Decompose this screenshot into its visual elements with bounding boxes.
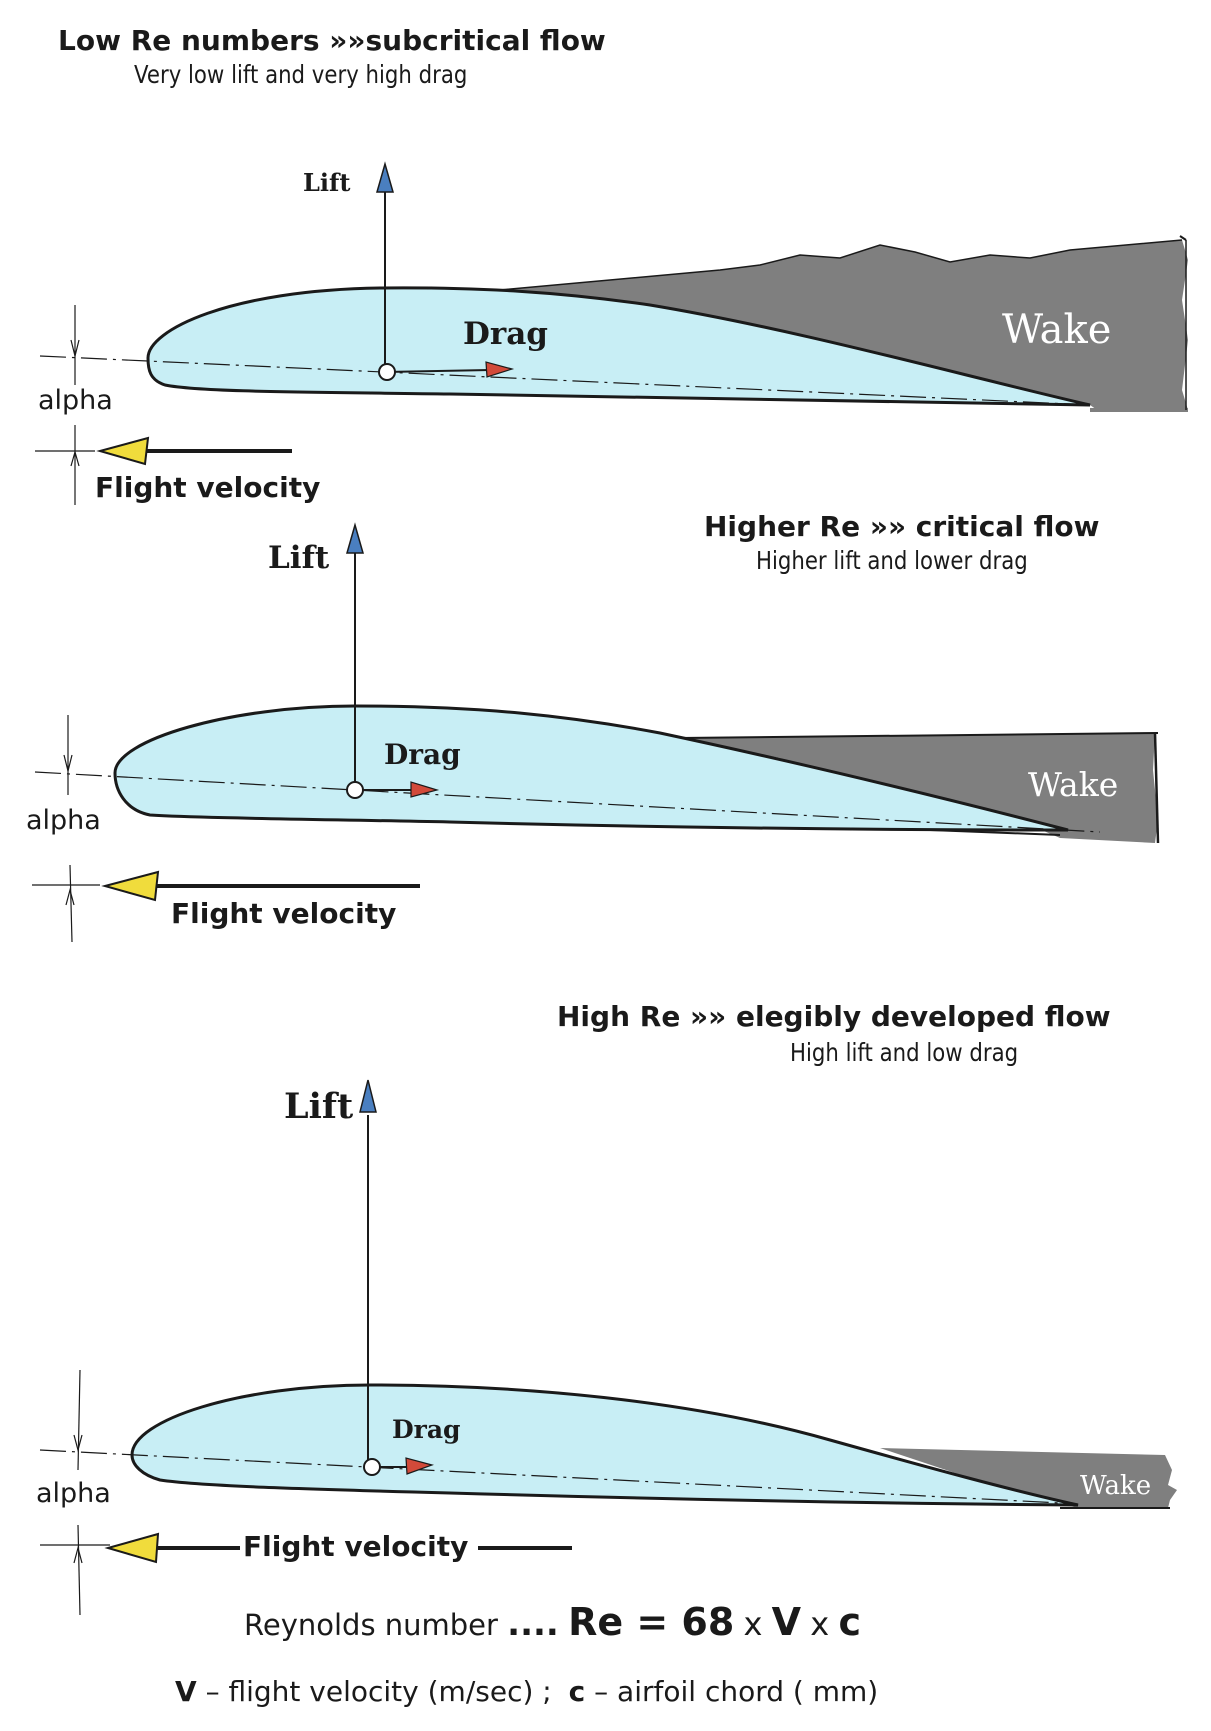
- center-of-pressure: [363, 1458, 381, 1476]
- panel-3-alpha-label: alpha: [36, 1478, 111, 1509]
- panel-1-drawing: [35, 161, 1188, 505]
- panel-3-lift-label: Lift: [284, 1086, 354, 1127]
- drag-arrowhead: [410, 781, 440, 798]
- panel-3-drag-label: Drag: [392, 1415, 461, 1444]
- panel-3-title: High Re »» elegibly developed flow: [557, 1000, 1111, 1033]
- panel-2-drawing: [32, 522, 1160, 943]
- panel-2-wake-label: Wake: [1028, 765, 1119, 804]
- panel-1-lift-label: Lift: [303, 168, 351, 197]
- velocity-arrowhead: [96, 436, 150, 466]
- reynolds-formula: Reynolds number .... Re = 68 x V x c: [244, 1600, 861, 1644]
- panel-1-drag-label: Drag: [463, 316, 548, 352]
- panel-1-velocity-label: Flight velocity: [95, 471, 321, 504]
- panel-2-drag-label: Drag: [384, 738, 461, 771]
- velocity-arrowhead: [104, 1532, 160, 1564]
- formula-dots: ....: [507, 1604, 559, 1644]
- panel-3-drawing: [39, 1079, 1177, 1616]
- airfoil: [130, 1383, 1079, 1507]
- panel-3-subtitle: High lift and low drag: [790, 1038, 1019, 1067]
- panel-2-subtitle: Higher lift and lower drag: [756, 546, 1028, 575]
- formula-times-2: x: [810, 1605, 830, 1643]
- drag-arrowhead: [485, 361, 515, 378]
- variable-legend: V – flight velocity (m/sec) ; c – airfoi…: [175, 1675, 878, 1708]
- panel-2-velocity-label: Flight velocity: [171, 897, 397, 930]
- center-of-pressure: [346, 781, 364, 799]
- velocity-arrowhead: [101, 870, 160, 902]
- legend-c-symbol: c: [568, 1675, 586, 1708]
- center-of-pressure: [378, 363, 396, 381]
- formula-v: V: [771, 1600, 802, 1644]
- panel-2-alpha-label: alpha: [26, 805, 101, 836]
- panel-1-wake-label: Wake: [1002, 307, 1112, 353]
- formula-expression: Re = 68: [568, 1600, 735, 1644]
- formula-c: c: [838, 1600, 861, 1644]
- wake-region: [680, 733, 1158, 843]
- panel-1-subtitle: Very low lift and very high drag: [134, 60, 468, 89]
- formula-prefix: Reynolds number: [244, 1608, 498, 1642]
- lift-arrowhead: [376, 161, 394, 193]
- panel-2-title: Higher Re »» critical flow: [704, 510, 1100, 543]
- panel-1-alpha-label: alpha: [38, 385, 113, 416]
- panel-2-lift-label: Lift: [268, 540, 330, 576]
- panel-3-wake-label: Wake: [1080, 1471, 1152, 1501]
- drag-arrowhead: [405, 1457, 435, 1475]
- lift-arrowhead: [346, 522, 364, 554]
- legend-v-symbol: V: [175, 1675, 197, 1708]
- wake-region: [500, 240, 1188, 412]
- legend-c-text: – airfoil chord ( mm): [594, 1675, 879, 1708]
- panel-3-velocity-label: Flight velocity: [243, 1530, 469, 1563]
- panel-1-title: Low Re numbers »»subcritical flow: [58, 24, 606, 57]
- wake-region: [880, 1448, 1177, 1508]
- legend-v-text: – flight velocity (m/sec) ;: [205, 1675, 552, 1708]
- lift-arrowhead: [359, 1079, 377, 1113]
- formula-times-1: x: [743, 1605, 763, 1643]
